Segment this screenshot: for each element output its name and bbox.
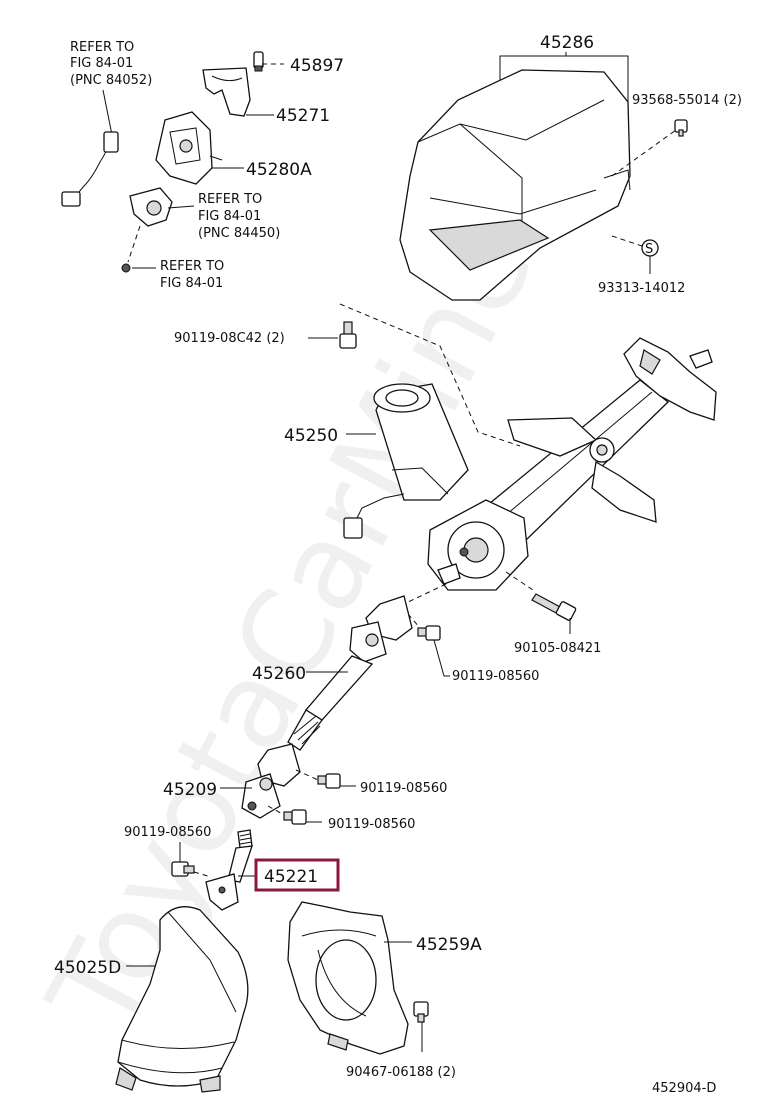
part-93313-clip[interactable]: S [641, 239, 659, 257]
label-45250: 45250 [284, 426, 338, 446]
label-45209: 45209 [163, 780, 217, 800]
label-90119-08c42: 90119-08C42 (2) [174, 331, 285, 346]
svg-text:FIG 84-01: FIG 84-01 [160, 276, 223, 291]
part-45025d-column-hole-cover[interactable] [115, 906, 249, 1093]
part-90105-08421-bolt[interactable] [531, 593, 577, 621]
svg-text:REFER TO: REFER TO [198, 192, 262, 207]
screw-refer-part[interactable] [121, 263, 131, 273]
label-45025d: 45025D [54, 958, 121, 978]
svg-text:(PNC 84052): (PNC 84052) [70, 73, 152, 88]
label-90119-a: 90119-08560 [452, 669, 539, 684]
label-refer-84450: REFER TO FIG 84-01 (PNC 84450) [198, 192, 280, 241]
label-45259a: 45259A [416, 935, 482, 955]
label-45221[interactable]: 45221 [264, 867, 318, 887]
label-90119-c: 90119-08560 [328, 817, 415, 832]
part-45250-steering-column[interactable] [343, 337, 717, 591]
spiral-cable-part[interactable] [129, 187, 173, 227]
label-refer-8401: REFER TO FIG 84-01 [160, 259, 224, 291]
label-90119-b: 90119-08560 [360, 781, 447, 796]
svg-text:REFER TO: REFER TO [160, 259, 224, 274]
part-45260-intermediate-shaft[interactable] [287, 595, 413, 751]
highlight-box-45221 [254, 858, 340, 892]
label-90105: 90105-08421 [514, 641, 601, 656]
part-90467-clip[interactable] [413, 1001, 429, 1023]
label-45286: 45286 [540, 33, 594, 53]
label-45271: 45271 [276, 106, 330, 126]
part-45221-yoke-shaft[interactable] [205, 829, 253, 911]
label-90467: 90467-06188 (2) [346, 1065, 456, 1080]
part-45897-screw[interactable] [253, 51, 264, 72]
label-93313: 93313-14012 [598, 281, 685, 296]
part-90119-08560-bolt-b[interactable] [317, 773, 341, 789]
part-45286-column-cover[interactable] [399, 69, 631, 301]
part-90119-08560-bolt-d[interactable] [171, 861, 195, 877]
part-93568-screw[interactable] [674, 119, 688, 137]
label-45260: 45260 [252, 664, 306, 684]
svg-text:S: S [645, 242, 653, 257]
part-45271-bracket[interactable] [202, 67, 251, 117]
svg-text:FIG 84-01: FIG 84-01 [70, 56, 133, 71]
part-90119-08c42-bolt[interactable] [339, 321, 357, 349]
label-refer-84052: REFER TO FIG 84-01 (PNC 84052) [70, 40, 152, 88]
diagram-code: 452904-D [652, 1081, 716, 1096]
wire-harness-left [61, 89, 119, 207]
label-45280a: 45280A [246, 160, 312, 180]
svg-text:(PNC 84450): (PNC 84450) [198, 226, 280, 241]
svg-text:FIG 84-01: FIG 84-01 [198, 209, 261, 224]
part-90119-08560-bolt-c[interactable] [283, 809, 307, 825]
part-90119-08560-bolt-upper[interactable] [417, 625, 441, 641]
label-45897: 45897 [290, 56, 344, 76]
label-90119-d: 90119-08560 [124, 825, 211, 840]
label-93568: 93568-55014 (2) [632, 93, 742, 108]
part-45259a-cover-plate[interactable] [287, 901, 409, 1055]
svg-text:REFER TO: REFER TO [70, 40, 134, 55]
part-45280a-switch[interactable] [155, 111, 223, 185]
